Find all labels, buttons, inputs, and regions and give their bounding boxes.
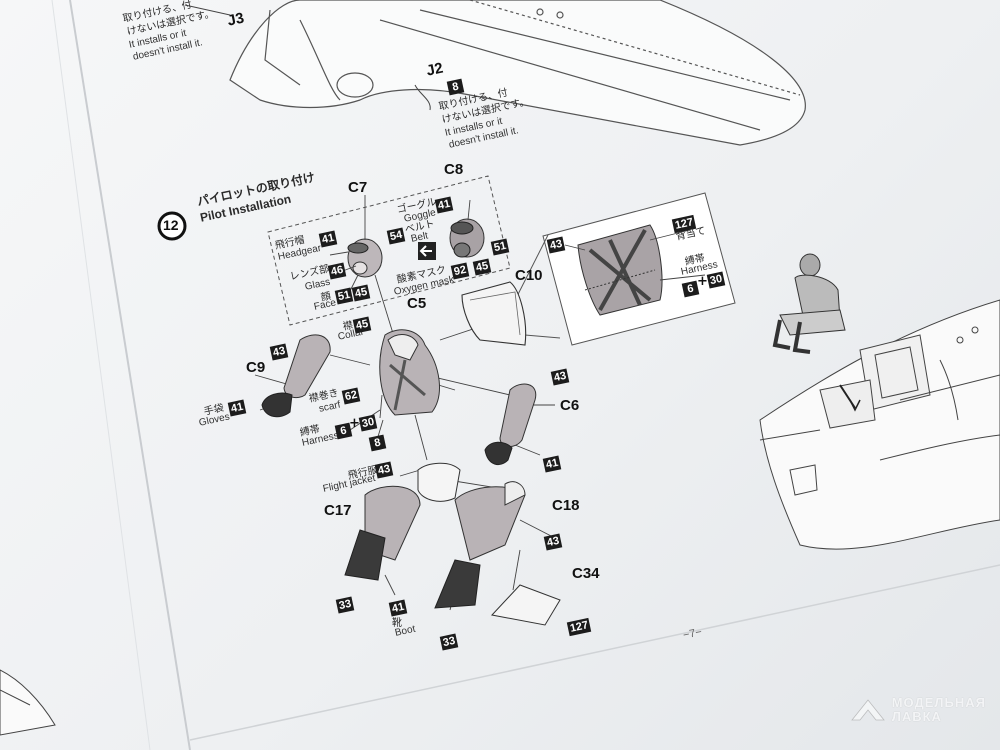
- seated-pilot: [772, 253, 846, 354]
- label-c10: C10: [515, 267, 543, 284]
- label-j2: J2: [424, 59, 445, 80]
- part-c5-torso: [379, 329, 440, 416]
- page-bottom-edge: [189, 564, 1000, 741]
- store-logo-icon: [850, 699, 885, 721]
- step-number: 12: [163, 217, 179, 233]
- label-j3: J3: [225, 9, 246, 30]
- watermark-line2: ЛАВКА: [891, 709, 942, 724]
- plus-sign: +: [349, 416, 360, 431]
- label-c7: C7: [348, 179, 368, 196]
- aircraft-corner: [0, 669, 56, 736]
- watermark-line1: МОДЕЛЬНАЯ: [891, 695, 986, 710]
- head-c8: [449, 218, 485, 258]
- watermark-text: МОДЕЛЬНАЯ ЛАВКА: [892, 696, 986, 724]
- cockpit-illustration: [759, 299, 1000, 550]
- part-c6-arm: [484, 383, 537, 466]
- label-c34: C34: [572, 565, 600, 582]
- page-edge-2: [51, 0, 151, 750]
- page-edge: [69, 0, 191, 750]
- label-c6: C6: [560, 397, 580, 414]
- wing-drawing: [229, 0, 806, 146]
- part-c34: [491, 584, 561, 626]
- label-c17: C17: [324, 502, 352, 519]
- label-c18: C18: [552, 497, 580, 514]
- part-c9-arm: [261, 334, 331, 418]
- store-watermark: МОДЕЛЬНАЯ ЛАВКА: [850, 696, 986, 724]
- inset-plus-sign: +: [697, 274, 708, 289]
- head-c7: [347, 238, 383, 278]
- step-circle: [157, 211, 187, 241]
- label-c8: C8: [444, 161, 464, 178]
- boot-jp: 靴: [392, 618, 402, 629]
- part-c18-leg: [434, 481, 526, 609]
- label-c9: C9: [246, 359, 266, 376]
- label-c5: C5: [407, 295, 427, 312]
- part-c10: [461, 281, 527, 346]
- part-c17-leg: [344, 485, 421, 581]
- oxygen-arrow-icon: [418, 242, 436, 260]
- part-flight-jacket: [417, 462, 461, 502]
